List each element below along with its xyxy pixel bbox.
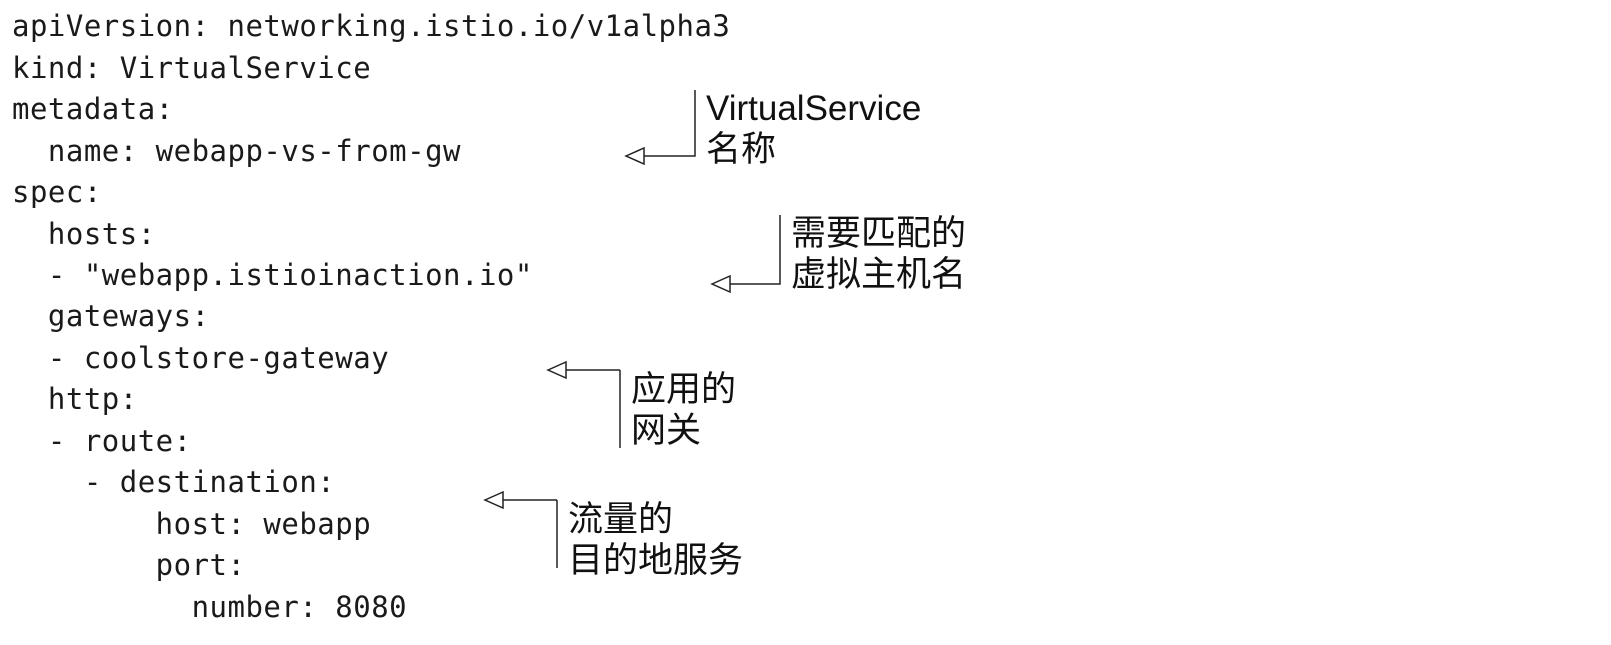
- code-line: number: 8080: [12, 590, 408, 624]
- annotation-line: 名称: [706, 130, 777, 169]
- code-line: - route:: [12, 424, 192, 458]
- annotation-line: 目的地服务: [568, 541, 744, 580]
- code-line: kind: VirtualService: [12, 51, 372, 85]
- annotation-virtual-host: 需要匹配的 虚拟主机名: [791, 213, 966, 295]
- annotation-line: 虚拟主机名: [791, 255, 967, 294]
- annotation-line: VirtualService: [706, 89, 922, 128]
- callout-arrow-name: [624, 90, 696, 166]
- annotation-line: 流量的: [568, 500, 674, 539]
- annotation-line: 需要匹配的: [791, 214, 967, 253]
- callout-arrow-gateways: [546, 360, 621, 448]
- annotation-destination-service: 流量的 目的地服务: [568, 499, 743, 581]
- callout-arrow-destination: [483, 490, 558, 568]
- callout-arrow-hosts: [710, 215, 781, 294]
- code-line: - "webapp.istioinaction.io": [12, 258, 533, 292]
- code-line: - coolstore-gateway: [12, 341, 390, 375]
- code-line: http:: [12, 382, 138, 416]
- code-line: spec:: [12, 175, 102, 209]
- annotation-line: 网关: [631, 411, 702, 450]
- code-line: host: webapp: [12, 507, 372, 541]
- annotation-line: 应用的: [631, 370, 737, 409]
- code-line: hosts:: [12, 217, 156, 251]
- code-line: gateways:: [12, 299, 210, 333]
- code-line: port:: [12, 548, 246, 582]
- code-line: - destination:: [12, 465, 336, 499]
- code-line: name: webapp-vs-from-gw: [12, 134, 461, 168]
- annotation-virtualservice-name: VirtualService 名称: [706, 88, 921, 170]
- code-line: apiVersion: networking.istio.io/v1alpha3: [12, 9, 731, 43]
- code-line: metadata:: [12, 92, 174, 126]
- annotation-gateway: 应用的 网关: [631, 369, 736, 451]
